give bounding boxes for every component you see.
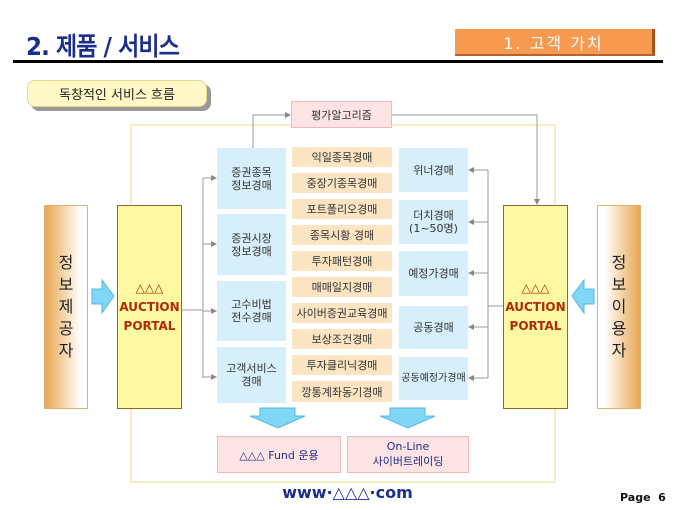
box-line: 공동예정가경매 xyxy=(401,373,466,384)
box-line: 정보경매 xyxy=(231,244,272,258)
label-char: 공 xyxy=(58,319,74,338)
portal-line: PORTAL xyxy=(509,318,562,333)
page-number: Page 6 xyxy=(620,491,666,504)
website-link[interactable]: www·△△△·com xyxy=(282,483,413,502)
tan-box: 투자패턴경매 xyxy=(292,251,392,271)
tan-box: 깡통계좌동기경매 xyxy=(292,381,392,402)
tan-box: 보상조건경매 xyxy=(292,329,392,349)
box-line: On-Line xyxy=(386,440,430,453)
label-char: 보 xyxy=(611,275,627,294)
box-line: 위너경매 xyxy=(413,163,454,177)
label-char: 자 xyxy=(611,341,627,360)
tan-box: 중장기종목경매 xyxy=(292,173,392,193)
subtitle-label: 독창적인 서비스 흐름 xyxy=(27,80,207,107)
label-char: 이 xyxy=(611,297,627,316)
right-box: 위너경매 xyxy=(399,148,468,192)
auction-portal-left: △△△ AUCTION PORTAL xyxy=(117,205,182,409)
arrow-left-icon xyxy=(571,278,595,315)
auction-portal-right: △△△ AUCTION PORTAL xyxy=(503,205,568,409)
label-char: 자 xyxy=(58,341,74,360)
portal-line: AUCTION xyxy=(505,299,566,314)
label-char: 정 xyxy=(611,253,627,272)
label-char: 용 xyxy=(611,319,627,338)
box-line: 증권종목 xyxy=(231,165,272,179)
tan-box: 매매일지경매 xyxy=(292,277,392,297)
tan-box: 종목시황 경매 xyxy=(292,225,392,245)
tan-box: 익일종목경매 xyxy=(292,147,392,167)
label-char: 보 xyxy=(58,275,74,294)
tan-box: 투자클리닉경매 xyxy=(292,355,392,375)
arrow-right-icon xyxy=(91,278,115,315)
box-line: 사이버트레이딩 xyxy=(372,455,444,468)
page-title: 2. 제품 / 서비스 xyxy=(26,32,180,61)
section-badge: 1. 고객 가치 xyxy=(455,29,655,56)
label-char: 정 xyxy=(58,253,74,272)
portal-line: △△△ xyxy=(521,280,550,295)
title-divider xyxy=(13,60,663,63)
box-line: 공동경매 xyxy=(413,321,454,334)
arrow-down-icon xyxy=(249,407,306,429)
box-line: 정보경매 xyxy=(231,178,272,192)
portal-line: △△△ xyxy=(135,280,164,295)
box-line: 전수경매 xyxy=(231,311,272,324)
right-box: 공동경매 xyxy=(399,306,468,349)
tan-box: 포트폴리오경매 xyxy=(292,199,392,219)
portal-line: AUCTION xyxy=(119,299,180,314)
right-box: 더치경매(1~50명) xyxy=(399,200,468,244)
portal-line: PORTAL xyxy=(123,318,176,333)
box-line: 경매 xyxy=(241,375,262,388)
box-line: (1~50명) xyxy=(409,222,458,235)
box-line: 증권시장 xyxy=(231,231,272,245)
arrow-down-icon xyxy=(379,407,436,429)
tan-box: 사이버증권교육경매 xyxy=(292,303,392,323)
fund-box: △△△ Fund 운용 xyxy=(217,436,341,473)
algorithm-box: 평가알고리즘 xyxy=(291,101,392,128)
box-line: 고수비법 xyxy=(231,298,272,311)
online-trading-box: On-Line 사이버트레이딩 xyxy=(347,436,469,473)
box-line: 고객서비스 xyxy=(226,362,277,375)
right-box: 예정가경매 xyxy=(399,251,468,296)
box-line: 예정가경매 xyxy=(408,267,459,280)
right-box: 공동예정가경매 xyxy=(399,357,468,400)
box-line: 더치경매 xyxy=(413,209,454,222)
label-char: 제 xyxy=(58,297,74,316)
